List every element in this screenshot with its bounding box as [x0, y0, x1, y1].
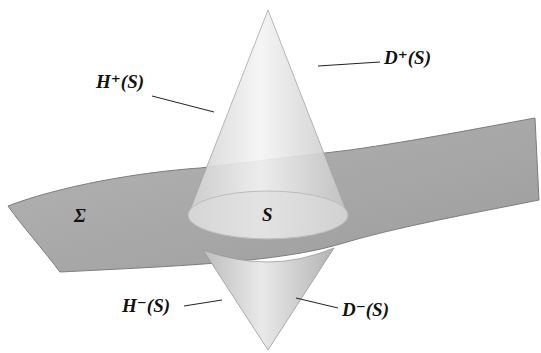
set-s [188, 191, 348, 239]
domain-label: D⁻(S) [342, 300, 389, 319]
leader-line [152, 96, 214, 112]
leader-line [296, 298, 338, 308]
surface-label: Σ [74, 206, 86, 225]
horizon-label: H⁺(S) [96, 72, 144, 91]
past-cone [203, 248, 334, 350]
future-cone [188, 10, 348, 239]
set-label: S [262, 205, 273, 224]
leader-line [184, 300, 222, 306]
leader-line [318, 62, 380, 66]
domain-label: D⁺(S) [384, 48, 431, 67]
horizon-label: H⁻(S) [122, 296, 170, 315]
